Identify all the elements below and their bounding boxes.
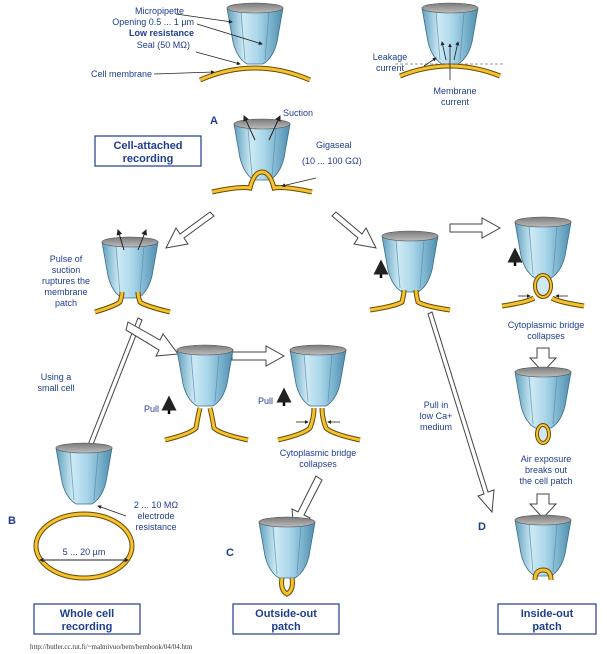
cell-attached-group: A Suction Gigaseal (10 ... 100 GΩ) Cell-… xyxy=(94,108,362,195)
small-cell-line2: small cell xyxy=(37,383,74,393)
label-c: C xyxy=(226,547,234,559)
inside-out-title: Inside-out xyxy=(521,608,574,620)
gigaseal-label: Gigaseal xyxy=(316,140,352,150)
low-ca-line2: low Ca+ xyxy=(420,411,453,421)
pulse-line3: ruptures the xyxy=(42,276,90,286)
suction-label: Suction xyxy=(283,108,313,118)
arrow-to-whole-cell xyxy=(165,211,215,249)
leakage-current-label: current xyxy=(376,63,405,73)
whole-cell-title: Whole cell xyxy=(60,608,114,620)
pull-label-2: Pull xyxy=(258,396,273,406)
outside-bridge-line2: collapses xyxy=(299,459,337,469)
micropipette-label: Micropipette xyxy=(135,6,184,16)
leakage-label: Leakage xyxy=(373,52,408,62)
whole-cell-box xyxy=(33,603,141,635)
cell-attached-subtitle: recording xyxy=(123,153,174,165)
micropipette-icon xyxy=(514,514,572,577)
pulse-line4: membrane xyxy=(44,287,87,297)
seal-label: Seal (50 MΩ) xyxy=(137,40,190,50)
small-cell-line1: Using a xyxy=(41,372,72,382)
initial-pipette-group: Micropipette Opening 0.5 ... 1 µm Low re… xyxy=(91,2,311,83)
arrow-down-2 xyxy=(528,493,558,519)
outside-bridge-line1: Cytoplasmic bridge xyxy=(280,448,357,458)
outside-out-box xyxy=(232,603,340,635)
inside-out-group: Cytoplasmic bridge collapses Air exposur… xyxy=(369,216,597,635)
cell-diameter-label: 5 ... 20 µm xyxy=(63,547,106,557)
leakage-current-group: Leakage current Membrane current xyxy=(373,2,505,107)
arrow-low-ca xyxy=(427,311,495,514)
arrow-pull-to-pull xyxy=(231,345,286,367)
membrane-label: Membrane xyxy=(433,86,476,96)
cell-membrane-label: Cell membrane xyxy=(91,69,152,79)
micropipette-icon xyxy=(226,2,284,65)
cell-attached-box xyxy=(94,135,202,167)
pulse-line2: suction xyxy=(52,265,81,275)
low-ca-line3: medium xyxy=(420,422,452,432)
micropipette-icon xyxy=(289,344,347,407)
micropipette-icon xyxy=(514,366,572,429)
label-d: D xyxy=(478,521,486,533)
outside-out-group: Pull Pull Cytoplasmic bridge collapses C… xyxy=(144,344,361,635)
outside-out-title: Outside-out xyxy=(255,608,317,620)
micropipette-icon xyxy=(514,216,572,279)
cell-attached-title: Cell-attached xyxy=(113,140,182,152)
micropipette-icon xyxy=(258,516,316,579)
outside-out-subtitle: patch xyxy=(271,621,301,633)
arrow-to-pull xyxy=(125,321,179,357)
arrow-down-1 xyxy=(528,347,558,373)
air-line1: Air exposure xyxy=(521,454,572,464)
low-ca-line1: Pull in xyxy=(424,400,449,410)
micropipette-icon xyxy=(101,236,159,299)
pulse-line5: patch xyxy=(55,298,77,308)
source-url: http://butler.cc.tut.fi/~malmivuo/bem/be… xyxy=(30,643,193,651)
gigaseal-value-label: (10 ... 100 GΩ) xyxy=(302,156,362,166)
micropipette-icon xyxy=(176,344,234,407)
micropipette-icon xyxy=(55,442,113,505)
opening-label: Opening 0.5 ... 1 µm xyxy=(112,17,194,27)
resistance-line1: 2 ... 10 MΩ xyxy=(134,500,179,510)
inside-bridge-line2: collapses xyxy=(527,331,565,341)
membrane-current-label: current xyxy=(441,97,470,107)
inside-bridge-line1: Cytoplasmic bridge xyxy=(508,320,585,330)
label-b: B xyxy=(8,515,16,527)
arrow-right-top xyxy=(449,217,502,239)
pulse-line1: Pulse of xyxy=(50,254,83,264)
inside-out-subtitle: patch xyxy=(532,621,562,633)
arrow-to-inside-out xyxy=(331,211,377,249)
inside-out-box xyxy=(497,603,597,635)
whole-cell-subtitle: recording xyxy=(62,621,113,633)
low-resistance-label: Low resistance xyxy=(129,28,194,38)
air-line3: the cell patch xyxy=(519,476,572,486)
air-line2: breaks out xyxy=(525,465,568,475)
whole-cell-group: B 5 ... 20 µm 2 ... 10 MΩ electrode resi… xyxy=(8,442,179,635)
resistance-line3: resistance xyxy=(135,522,176,532)
resistance-line2: electrode xyxy=(137,511,174,521)
micropipette-icon xyxy=(381,230,439,293)
pulse-suction-group: Pulse of suction ruptures the membrane p… xyxy=(37,229,171,393)
label-a: A xyxy=(210,115,218,127)
flow-arrows xyxy=(79,211,558,534)
pull-label-1: Pull xyxy=(144,404,159,414)
